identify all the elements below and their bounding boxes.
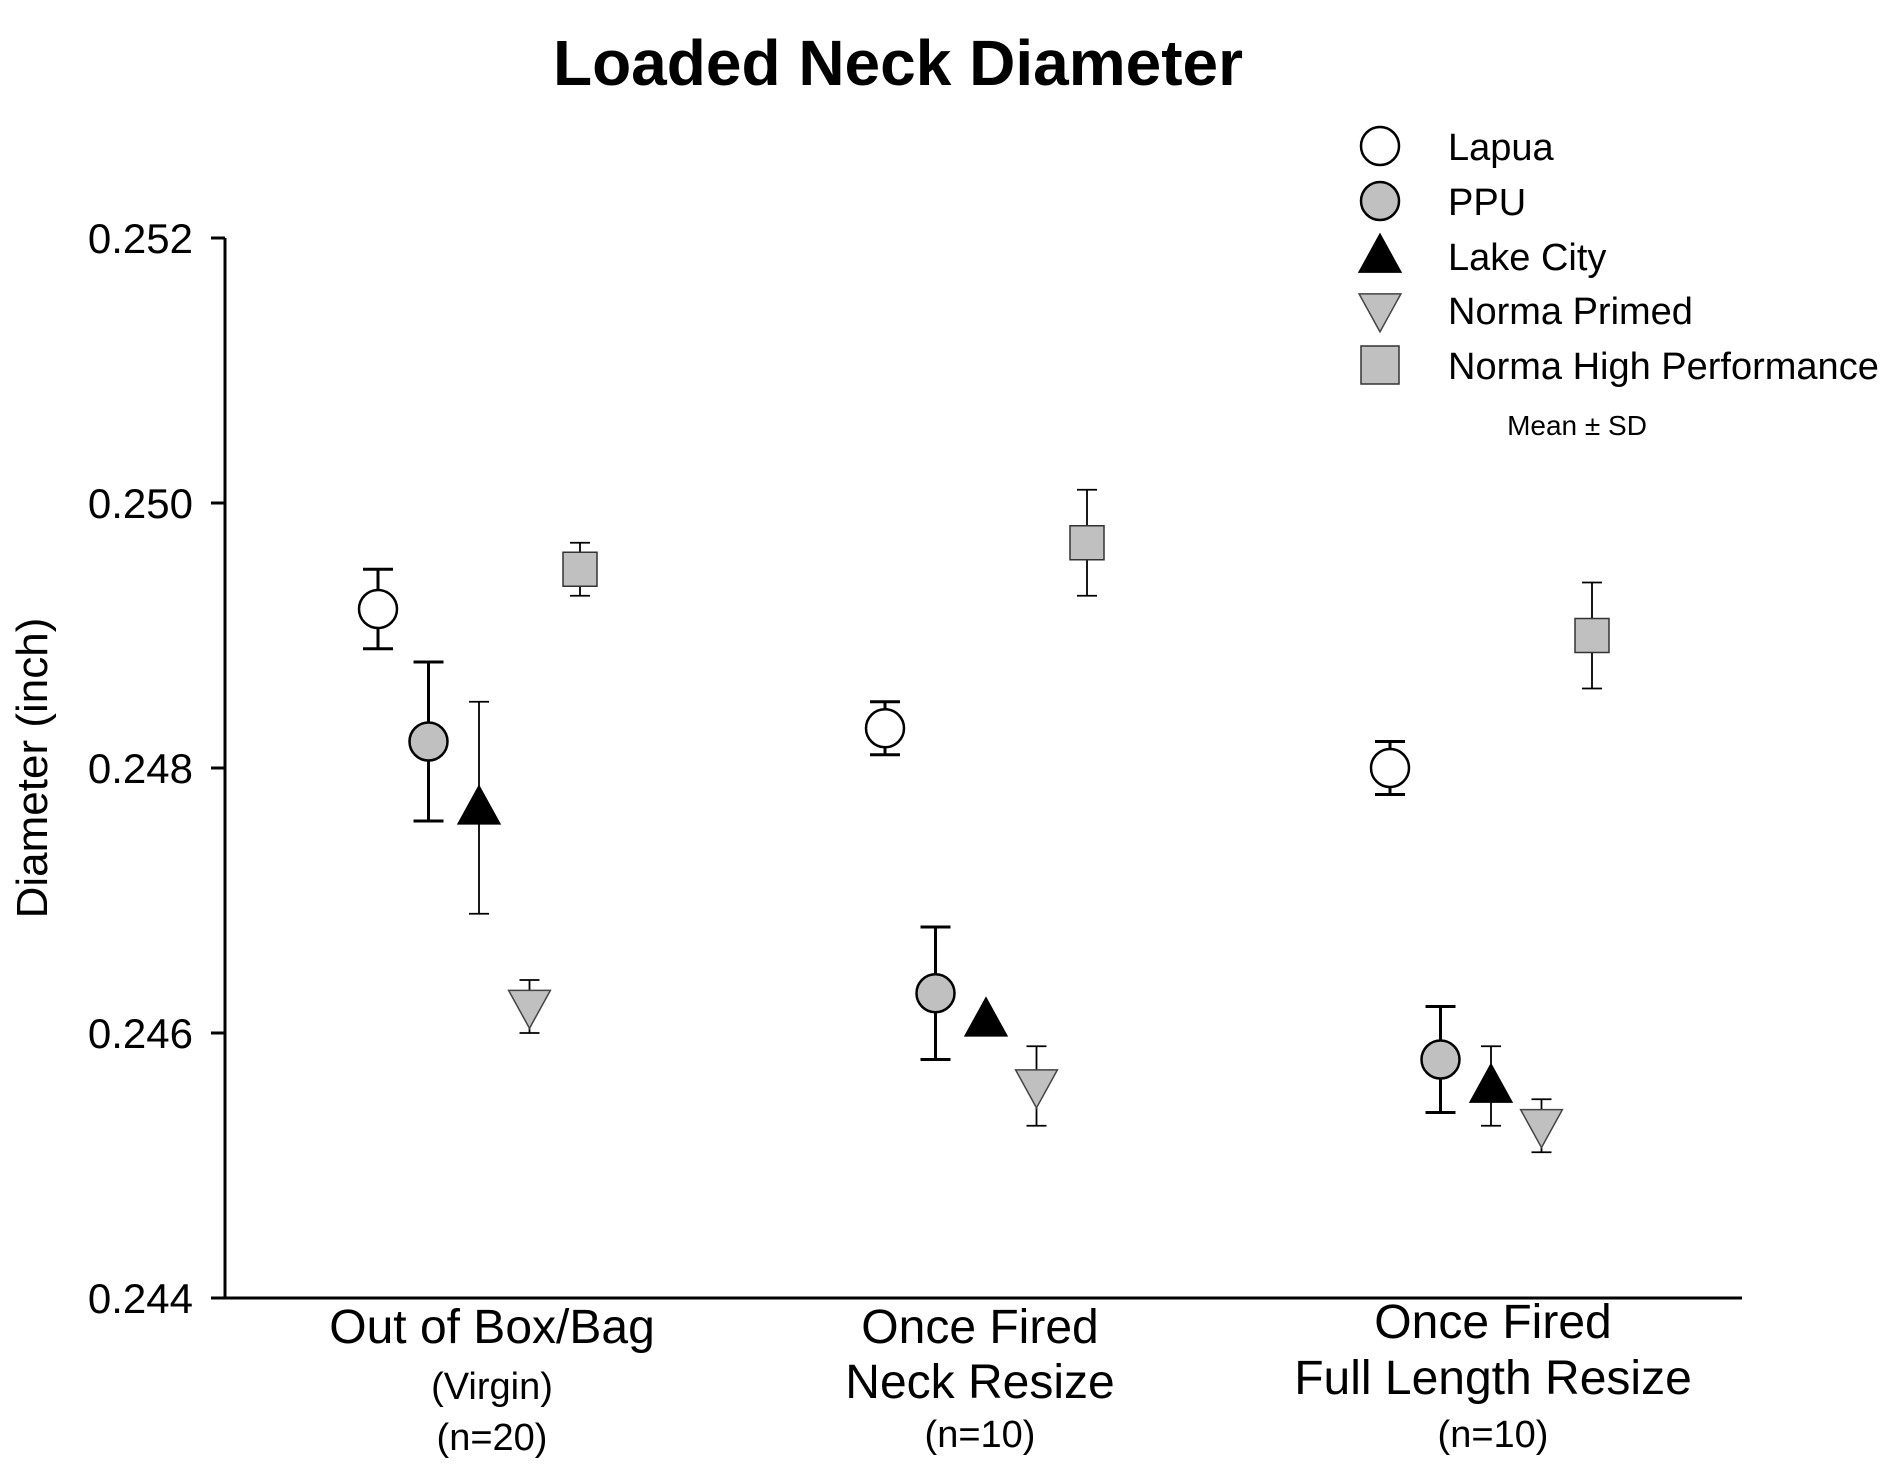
category-label: Out of Box/Bag	[329, 1301, 655, 1354]
category-count: (n=20)	[437, 1417, 548, 1459]
data-point-ppu	[1420, 1039, 1461, 1080]
legend-label: PPU	[1448, 182, 1526, 224]
data-point-ppu	[408, 721, 449, 762]
data-point-norma-high-performance	[1069, 525, 1105, 561]
data-point-lapua	[357, 588, 399, 630]
data-point-lapua	[864, 708, 906, 749]
data-point-lapua	[1369, 747, 1411, 789]
data-point-lake-city	[456, 784, 502, 825]
category-labels: Out of Box/Bag(Virgin)(n=20)Once FiredNe…	[329, 1296, 1692, 1459]
y-tick-label: 0.248	[88, 745, 193, 792]
legend-note: Mean ± SD	[1507, 410, 1647, 441]
category-sublabel: (Virgin)	[431, 1366, 553, 1408]
data-point-norma-primed	[1014, 1069, 1059, 1110]
legend-marker	[1357, 232, 1403, 273]
legend-label: Norma Primed	[1448, 291, 1693, 333]
legend-label: Lake City	[1448, 237, 1606, 279]
data-point-norma-primed	[1519, 1108, 1564, 1150]
data-point-norma-high-performance	[562, 551, 598, 587]
legend-label: Lapua	[1448, 127, 1555, 169]
data-point-lake-city	[1468, 1062, 1514, 1103]
chart-title: Loaded Neck Diameter	[553, 27, 1243, 99]
legend-marker	[1357, 293, 1403, 334]
legend-marker	[1359, 125, 1401, 167]
y-axis-label: Diameter (inch)	[8, 618, 57, 919]
y-tick-label: 0.252	[88, 215, 193, 262]
category-count: (n=10)	[925, 1414, 1036, 1456]
legend-marker	[1360, 345, 1400, 385]
category-count: (n=10)	[1438, 1414, 1549, 1456]
y-tick-label: 0.244	[88, 1275, 193, 1322]
y-tick-label: 0.246	[88, 1010, 193, 1057]
legend-marker	[1359, 180, 1401, 222]
y-tick-label: 0.250	[88, 480, 193, 527]
data-point-lake-city	[963, 996, 1009, 1037]
category-label: Full Length Resize	[1294, 1352, 1692, 1405]
data-point-norma-high-performance	[1574, 617, 1610, 654]
category-label: Neck Resize	[845, 1356, 1114, 1409]
category-label: Once Fired	[861, 1301, 1098, 1354]
data-point-norma-primed	[507, 989, 552, 1030]
data-point-ppu	[915, 973, 956, 1014]
legend-label: Norma High Performance	[1448, 346, 1879, 388]
category-label: Once Fired	[1374, 1296, 1611, 1349]
axes: 0.244 0.246 0.248 0.250 0.252	[88, 215, 1742, 1322]
data-marks	[357, 488, 1610, 1154]
